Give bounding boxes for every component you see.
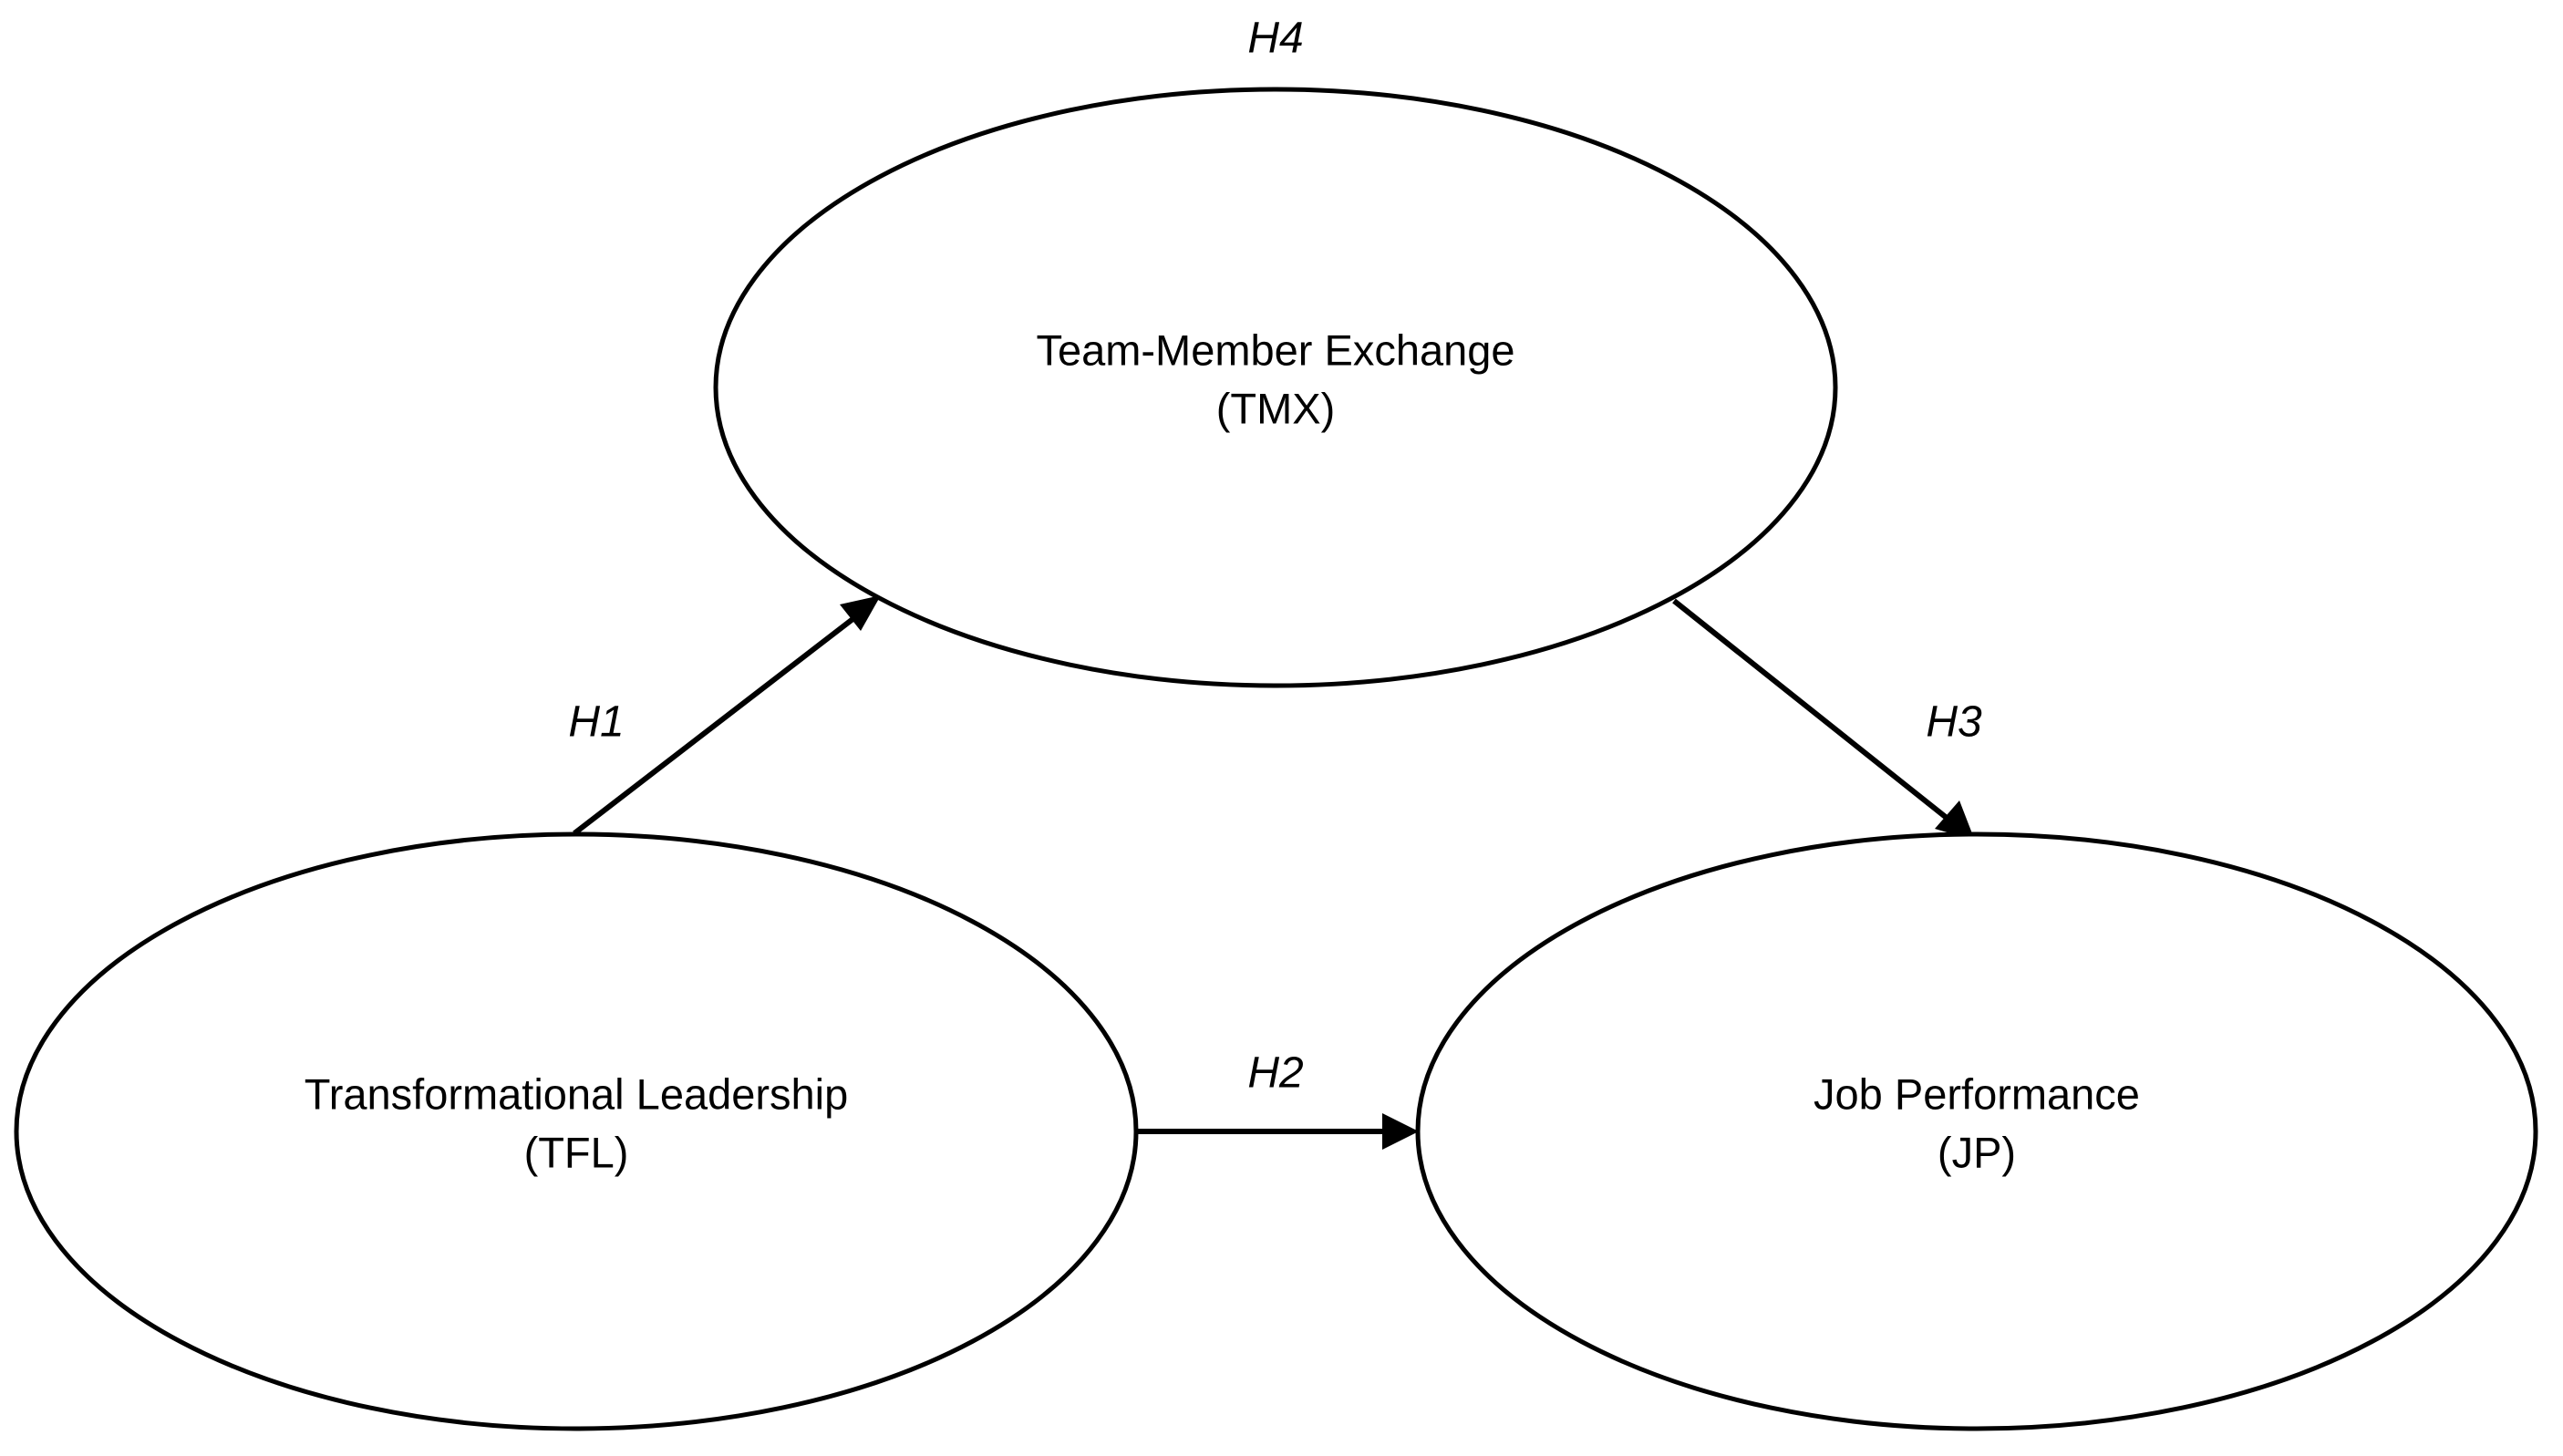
node-tmx-label-line2: (TMX) bbox=[1216, 384, 1336, 432]
node-jp-label-line1: Job Performance bbox=[1814, 1069, 2140, 1118]
arrow-h3-head bbox=[1935, 800, 1975, 841]
hypothesis-label-h1: H1 bbox=[568, 698, 624, 747]
node-tfl-label-line2: (TFL) bbox=[524, 1128, 629, 1176]
node-jp-label-line2: (JP) bbox=[1938, 1128, 2016, 1176]
arrow-h1 bbox=[573, 595, 881, 836]
arrow-h1-head bbox=[840, 595, 881, 631]
node-jp[interactable]: Job Performance (JP) bbox=[1415, 831, 2538, 1431]
node-tfl[interactable]: Transformational Leadership (TFL) bbox=[14, 831, 1139, 1431]
node-tmx-label-line1: Team-Member Exchange bbox=[1036, 325, 1514, 374]
node-tmx[interactable]: Team-Member Exchange (TMX) bbox=[713, 87, 1838, 688]
node-jp-ellipse[interactable] bbox=[1415, 831, 2538, 1431]
hypothesis-label-h2: H2 bbox=[1247, 1049, 1303, 1098]
hypothesis-label-h4: H4 bbox=[1247, 15, 1303, 63]
arrow-h3 bbox=[1672, 598, 1975, 841]
hypothesis-label-h3: H3 bbox=[1926, 698, 1982, 747]
arrow-h3-line bbox=[1672, 598, 1958, 828]
arrow-h2-head bbox=[1382, 1113, 1419, 1150]
node-tfl-ellipse[interactable] bbox=[14, 831, 1139, 1431]
arrow-h1-line bbox=[573, 608, 865, 836]
arrow-h2 bbox=[1135, 1113, 1419, 1150]
node-tmx-ellipse[interactable] bbox=[713, 87, 1838, 688]
node-tfl-label-line1: Transformational Leadership bbox=[305, 1069, 849, 1118]
